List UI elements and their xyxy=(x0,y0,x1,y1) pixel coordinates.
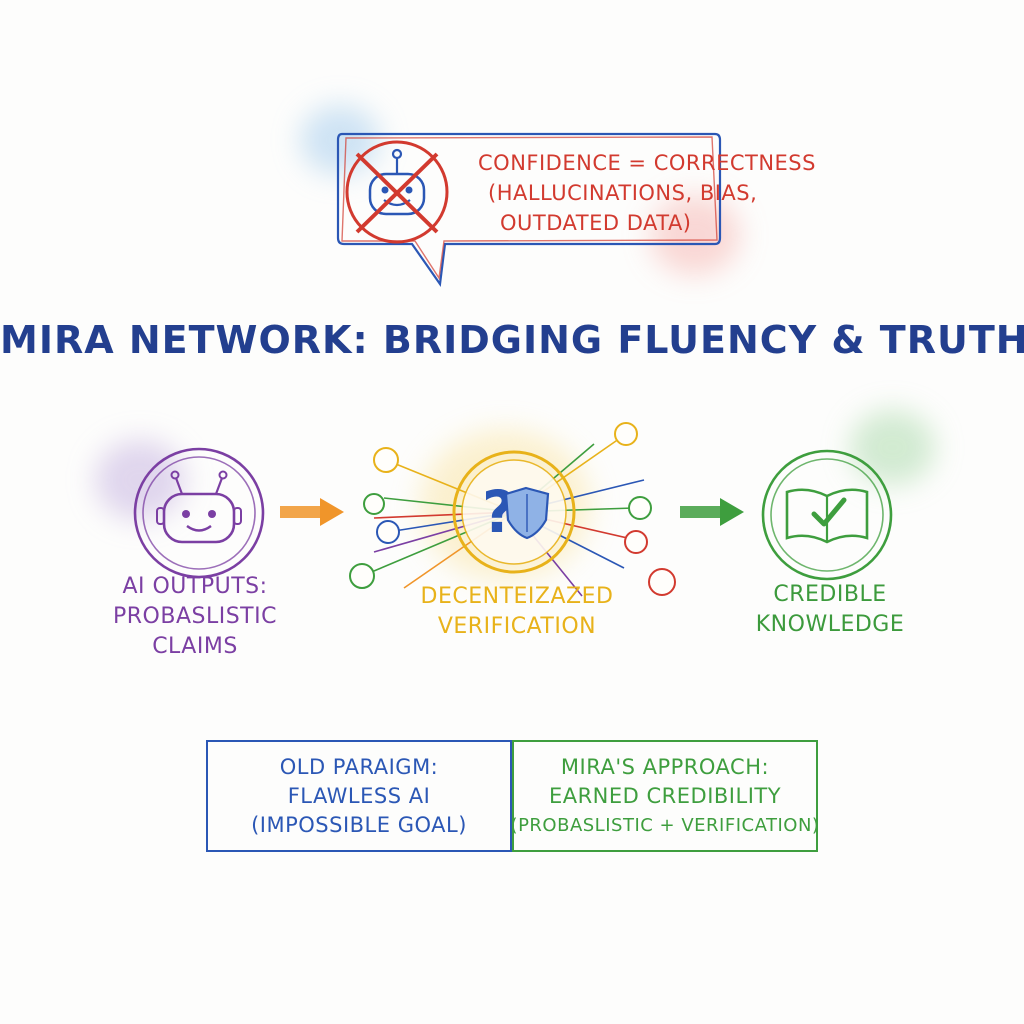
ai-caption-line-2: PROBASLISTIC xyxy=(113,604,277,629)
credible-caption-line-1: CREDIBLE xyxy=(773,582,887,607)
credible-knowledge-caption: CREDIBLE KNOWLEDGE xyxy=(730,580,930,640)
old-paradigm-line-1: OLD PARAIGM: xyxy=(279,754,439,779)
mira-approach-line-3: (PROBASLISTIC + VERIFICATION) xyxy=(510,814,820,836)
question-shield-network-icon: ? xyxy=(349,422,676,597)
warning-line-3: OUTDATED DATA) xyxy=(500,211,692,235)
ai-caption-line-3: CLAIMS xyxy=(152,634,238,659)
warning-bubble xyxy=(336,132,722,287)
watercolor-blob-purple xyxy=(95,440,185,520)
mira-approach-line-2: EARNED CREDIBILITY xyxy=(548,783,782,808)
checked-book-icon xyxy=(761,449,893,581)
old-paradigm-line-2: FLAWLESS AI xyxy=(287,783,431,808)
mira-approach-line-1: MIRA'S APPROACH: xyxy=(560,754,770,779)
ai-caption-line-1: AI OUTPUTS: xyxy=(122,574,268,599)
old-paradigm-line-3: (IMPOSSIBLE GOAL) xyxy=(251,812,467,837)
mira-approach-box: MIRA'S APPROACH: EARNED CREDIBILITY (PRO… xyxy=(510,740,820,852)
crossed-robot-icon xyxy=(345,140,449,244)
arrow-right-icon xyxy=(680,498,744,526)
watercolor-blob-red xyxy=(650,195,740,275)
page-title: MIRA NETWORK: BRIDGING FLUENCY & TRUTH xyxy=(0,318,1024,362)
verification-caption: DECENTEIZAZED VERIFICATION xyxy=(392,582,642,642)
robot-icon xyxy=(133,447,265,579)
verification-caption-line-2: VERIFICATION xyxy=(437,614,597,639)
ai-outputs-caption: AI OUTPUTS: PROBASLISTIC CLAIMS xyxy=(90,572,300,662)
warning-line-1: CONFIDENCE = CORRECTNESS xyxy=(478,151,816,175)
old-paradigm-box: OLD PARAIGM: FLAWLESS AI (IMPOSSIBLE GOA… xyxy=(206,740,512,852)
warning-text: CONFIDENCE = CORRECTNESS (HALLUCINATIONS… xyxy=(478,148,816,238)
warning-line-2: (HALLUCINATIONS, BIAS, xyxy=(488,181,758,205)
arrow-right-icon xyxy=(280,498,344,526)
credible-caption-line-2: KNOWLEDGE xyxy=(755,612,905,637)
verification-caption-line-1: DECENTEIZAZED xyxy=(420,584,614,609)
